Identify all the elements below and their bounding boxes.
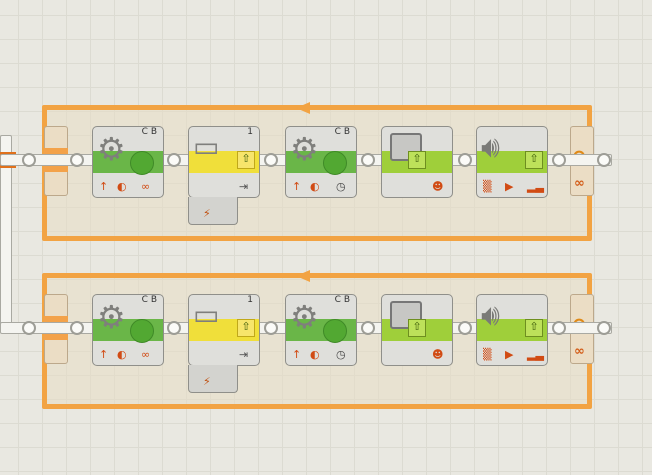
gear-icon: ⚙ — [97, 298, 126, 336]
loop-1-hub-out — [597, 153, 611, 167]
display-block[interactable]: ⇧ ☻ — [381, 126, 453, 198]
sound-plug-icon: ⇧ — [525, 319, 543, 337]
volume-icon: ▂▃ — [527, 180, 544, 193]
sensor-port: 1 — [247, 295, 253, 305]
timer-icon: ◷ — [336, 180, 346, 193]
move-ports: C B — [334, 127, 350, 137]
power-icon: ◐ — [310, 180, 320, 193]
loop-2-hub-out — [597, 321, 611, 335]
move-block-2[interactable]: C B ⚙ ↑ ◐ ◷ — [285, 126, 357, 198]
move-block[interactable]: C B ⚙ ↑ ◐ ∞ — [92, 126, 164, 198]
unlimited-icon: ∞ — [141, 180, 151, 193]
sound-plug-icon: ⇧ — [525, 151, 543, 169]
face-icon: ☻ — [432, 348, 444, 361]
action-icon: ⇧ — [237, 319, 255, 337]
direction-icon: ↑ — [292, 348, 302, 361]
touch-sensor-block[interactable]: 1 ▭ ⇧ ⇥ — [188, 294, 260, 366]
touch-sensor-icon: ▭ — [193, 298, 220, 331]
loop-2-hub-e — [458, 321, 472, 335]
connect-icon: ⇥ — [239, 348, 249, 361]
speaker-icon: 🔊︎ — [481, 130, 500, 165]
loop-2-hub-f — [552, 321, 566, 335]
play-icon: ▶ — [505, 180, 514, 193]
timer-icon: ◷ — [336, 348, 346, 361]
loop-1-hub-d — [361, 153, 375, 167]
loop-2-infinity-icon: ∞ — [574, 344, 585, 359]
gear-icon: ⚙ — [97, 130, 126, 168]
power-icon: ◐ — [310, 348, 320, 361]
motor-circle — [130, 151, 154, 175]
sensor-ext-panel: ⚡ — [188, 197, 238, 225]
sensor-ext-icon: ⚡ — [203, 207, 211, 220]
loop-1-hub-in — [22, 153, 36, 167]
motor-circle — [130, 319, 154, 343]
loop-1-hub-f — [552, 153, 566, 167]
direction-icon: ↑ — [292, 180, 302, 193]
speaker-icon: 🔊︎ — [481, 298, 500, 333]
play-icon: ▶ — [505, 348, 514, 361]
loop-1-hub-c — [264, 153, 278, 167]
loop-2-hub-d — [361, 321, 375, 335]
display-plug-icon: ⇧ — [408, 319, 426, 337]
loop-2-hub-in — [22, 321, 36, 335]
gear-icon: ⚙ — [290, 298, 319, 336]
power-icon: ◐ — [117, 180, 127, 193]
sound-block[interactable]: 🔊︎ ⇧ ▒ ▶ ▂▃ — [476, 294, 548, 366]
sensor-port: 1 — [247, 127, 253, 137]
sound-wave-icon: ▒ — [483, 180, 492, 193]
volume-icon: ▂▃ — [527, 348, 544, 361]
sound-wave-icon: ▒ — [483, 348, 492, 361]
loop-2-hub-a — [70, 321, 84, 335]
loop-1-infinity-icon: ∞ — [574, 176, 585, 191]
touch-sensor-block[interactable]: 1 ▭ ⇧ ⇥ — [188, 126, 260, 198]
loop-2-direction-icon — [296, 270, 310, 282]
unlimited-icon: ∞ — [141, 348, 151, 361]
loop-1-hub-a — [70, 153, 84, 167]
connect-icon: ⇥ — [239, 180, 249, 193]
sensor-ext-icon: ⚡ — [203, 375, 211, 388]
loop-1-hub-e — [458, 153, 472, 167]
motor-circle — [323, 319, 347, 343]
move-ports: C B — [334, 295, 350, 305]
loop-2-hub-b — [167, 321, 181, 335]
power-icon: ◐ — [117, 348, 127, 361]
move-ports: C B — [141, 127, 157, 137]
touch-sensor-icon: ▭ — [193, 130, 220, 163]
move-ports: C B — [141, 295, 157, 305]
loop-2-hub-c — [264, 321, 278, 335]
sound-block[interactable]: 🔊︎ ⇧ ▒ ▶ ▂▃ — [476, 126, 548, 198]
move-block[interactable]: C B ⚙ ↑ ◐ ∞ — [92, 294, 164, 366]
sensor-ext-panel: ⚡ — [188, 365, 238, 393]
gear-icon: ⚙ — [290, 130, 319, 168]
direction-icon: ↑ — [99, 348, 109, 361]
display-block[interactable]: ⇧ ☻ — [381, 294, 453, 366]
loop-1-hub-b — [167, 153, 181, 167]
display-plug-icon: ⇧ — [408, 151, 426, 169]
action-icon: ⇧ — [237, 151, 255, 169]
loop-1-direction-icon — [296, 102, 310, 114]
move-block-2[interactable]: C B ⚙ ↑ ◐ ◷ — [285, 294, 357, 366]
face-icon: ☻ — [432, 180, 444, 193]
direction-icon: ↑ — [99, 180, 109, 193]
motor-circle — [323, 151, 347, 175]
